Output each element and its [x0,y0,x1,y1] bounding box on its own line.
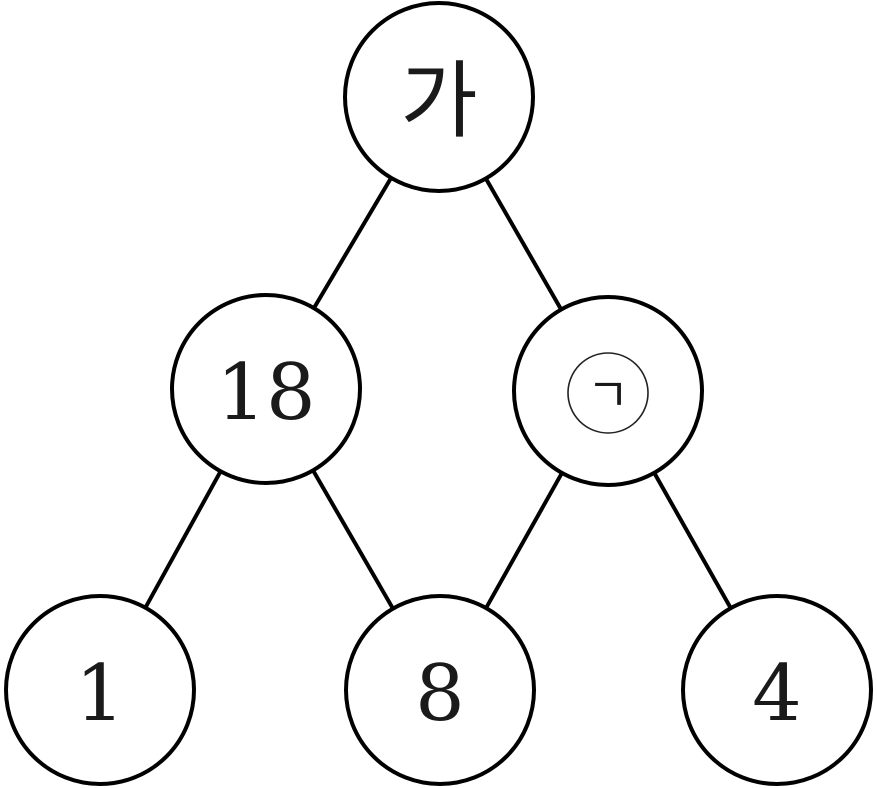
edge-top-to-mid-right [484,177,563,311]
node-top: 가 [343,1,535,193]
node-mid-left: 18 [170,293,362,485]
circled-marker-ring [567,352,649,434]
node-label: ㄱ [587,368,629,422]
node-circle [4,594,196,786]
node-label: 4 [752,649,802,739]
node-circle [344,594,536,786]
node-mid-right: ㄱ [512,295,704,487]
edge-mid-right-to-bottom-right [652,471,733,610]
node-bottom-right: 4 [681,594,873,786]
node-circle [343,1,535,193]
node-label: 18 [216,348,315,438]
edge-mid-right-to-bottom-middle [484,471,564,610]
node-label: 가 [400,52,477,150]
node-label: 1 [75,649,125,739]
node-circle [681,594,873,786]
node-circle [512,295,704,487]
edge-mid-left-to-bottom-left [143,470,223,609]
edges [143,176,733,610]
edge-mid-left-to-bottom-middle [311,469,395,610]
node-bottom-middle: 8 [344,594,536,786]
node-bottom-left: 1 [4,594,196,786]
node-circle [170,293,362,485]
node-label: 8 [415,649,465,739]
edge-top-to-mid-left [312,176,393,310]
